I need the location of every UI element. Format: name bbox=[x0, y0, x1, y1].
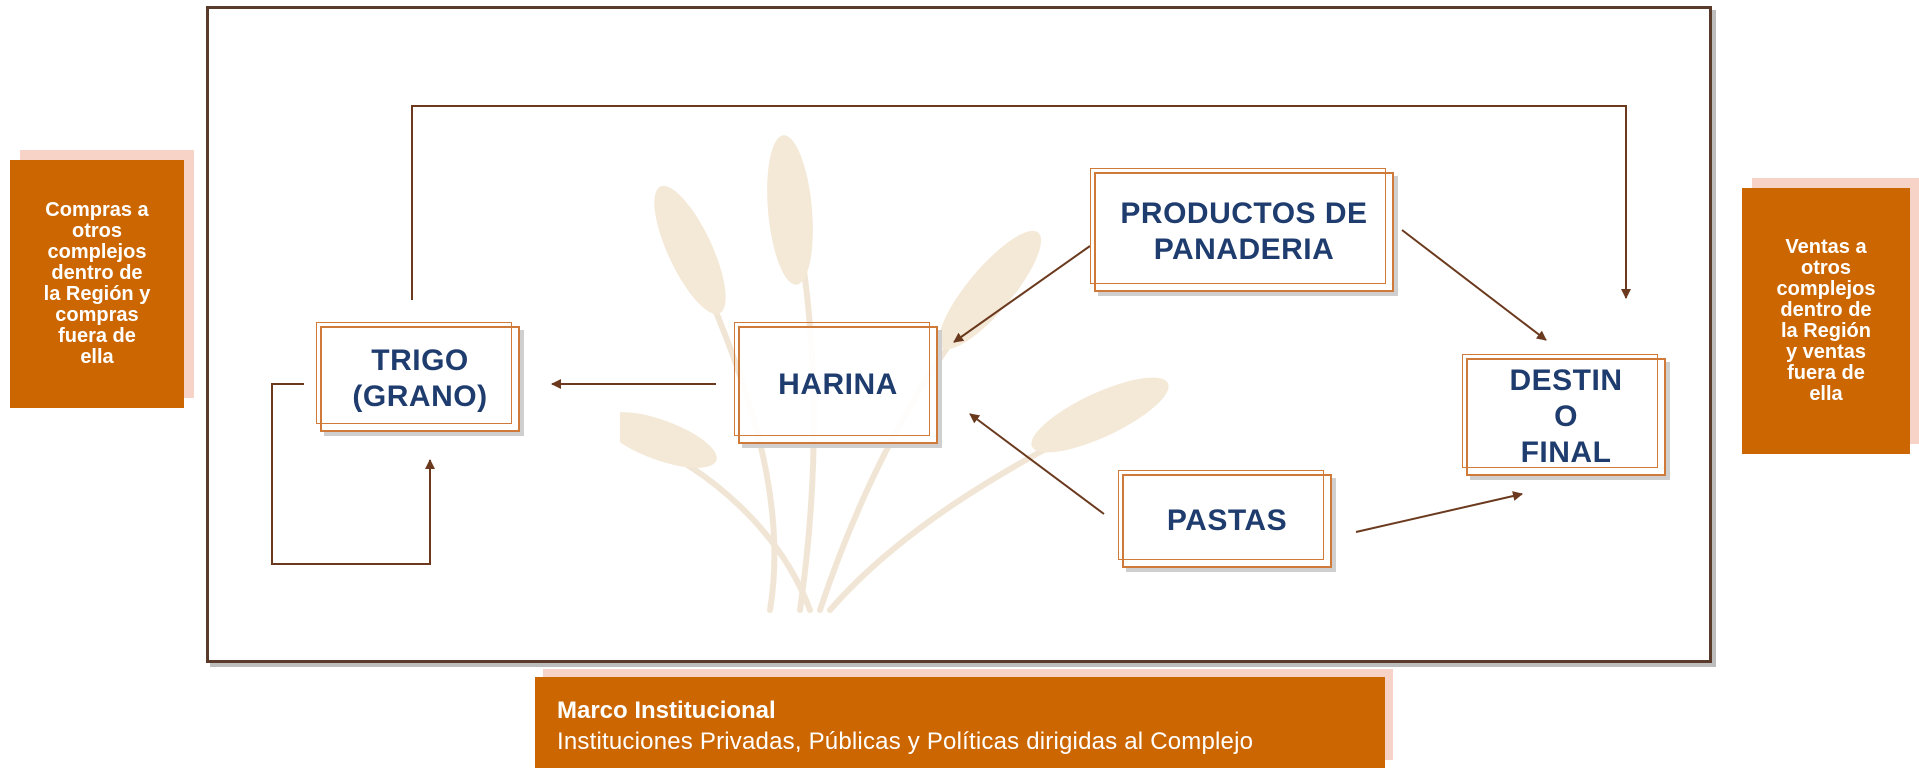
panaderia-to-destino-arrow bbox=[1401, 229, 1547, 341]
pastas-to-destino-arrow bbox=[1355, 491, 1523, 533]
node-productos-de-panaderia: PRODUCTOS DE PANADERIA bbox=[1090, 168, 1394, 292]
node-harina: HARINA bbox=[734, 322, 938, 444]
institutional-framework-title: Marco Institucional bbox=[557, 697, 776, 724]
pastas-to-harina-arrow bbox=[969, 413, 1105, 515]
node-destino-final: DESTIN O FINAL bbox=[1462, 354, 1666, 476]
node-trigo: TRIGO (GRANO) bbox=[316, 322, 520, 432]
trigo-to-destino-arrow bbox=[411, 105, 1631, 300]
institutional-framework-subtitle: Instituciones Privadas, Públicas y Polít… bbox=[557, 728, 1254, 755]
institutional-framework-box: Marco Institucional Instituciones Privad… bbox=[535, 677, 1385, 768]
panaderia-to-harina-arrow bbox=[953, 245, 1091, 343]
purchases-box: Compras a otros complejos dentro de la R… bbox=[10, 160, 184, 408]
trigo-loop-arrow bbox=[271, 383, 435, 565]
sales-box: Ventas a otros complejos dentro de la Re… bbox=[1742, 188, 1910, 454]
node-pastas: PASTAS bbox=[1118, 470, 1332, 568]
